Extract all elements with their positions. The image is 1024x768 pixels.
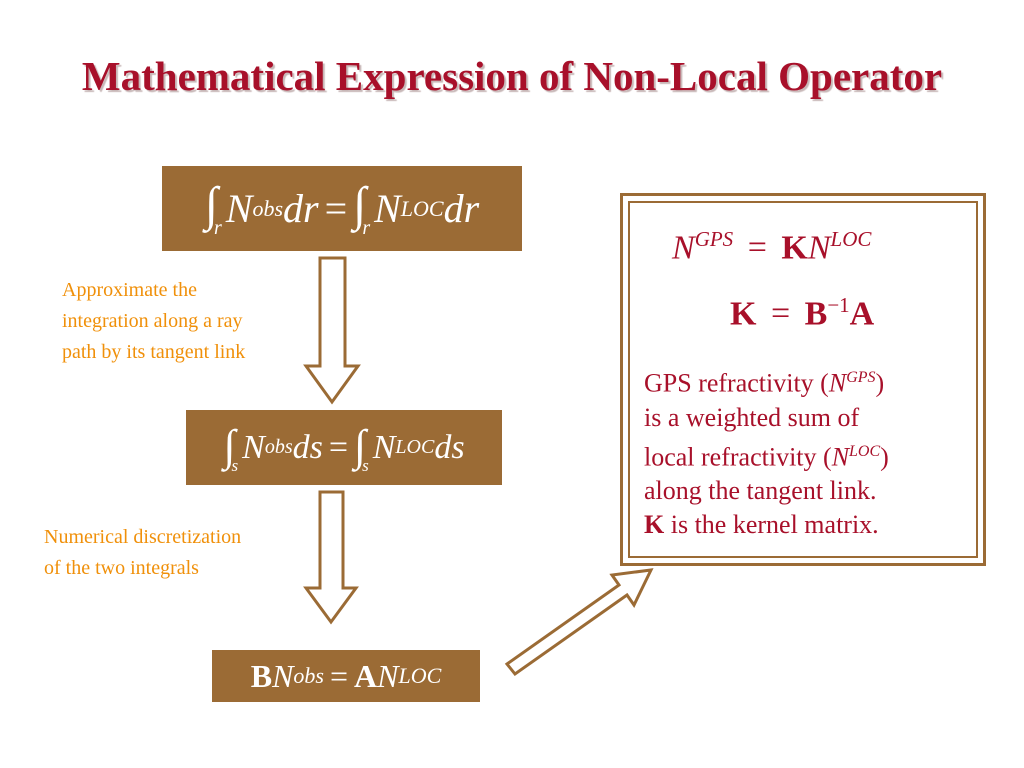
matrix-k: K	[781, 229, 808, 267]
note-line: integration along a ray	[62, 310, 243, 332]
obs-superscript: obs	[264, 436, 293, 458]
matrix-a: A	[849, 295, 875, 333]
n-symbol: N	[377, 657, 399, 694]
note-approximation: Approximate the integration along a ray …	[62, 275, 245, 368]
matrix-a: A	[354, 657, 378, 694]
kernel-equation: K = B−1A	[730, 293, 874, 333]
note-line: Numerical discretization	[44, 526, 242, 548]
n-symbol: N	[372, 428, 396, 466]
obs-superscript: obs	[252, 195, 284, 221]
integral-sign: ∫	[353, 178, 367, 231]
integral-subscript: r	[213, 217, 222, 239]
desc-text: local refractivity (	[644, 442, 832, 472]
n-symbol: N	[225, 186, 253, 231]
note-discretization: Numerical discretization of the two inte…	[44, 522, 241, 584]
loc-superscript: LOC	[398, 663, 442, 688]
equals-sign: =	[747, 229, 767, 267]
note-line: Approximate the	[62, 279, 197, 301]
loc-superscript: LOC	[849, 442, 881, 460]
desc-text: )	[880, 442, 889, 472]
equals-sign: =	[329, 657, 349, 694]
desc-line: GPS refractivity (NGPS)	[644, 361, 974, 401]
matrix-b: B	[250, 657, 273, 694]
differential: dr	[283, 186, 319, 231]
gps-equation: NGPS = KNLOC	[672, 227, 871, 267]
equals-sign: =	[324, 186, 348, 231]
n-symbol: N	[831, 442, 850, 472]
panel-description: GPS refractivity (NGPS) is a weighted su…	[644, 361, 974, 542]
desc-line: along the tangent link.	[644, 476, 877, 506]
loc-superscript: LOC	[400, 195, 444, 221]
n-symbol: N	[272, 657, 294, 694]
down-arrow-1	[303, 256, 361, 405]
n-symbol: N	[242, 428, 265, 466]
differential: ds	[292, 428, 323, 466]
diagonal-arrow	[504, 568, 654, 677]
n-symbol: N	[828, 368, 847, 398]
loc-superscript: LOC	[395, 436, 435, 458]
desc-line: K is the kernel matrix.	[644, 508, 974, 542]
desc-line: local refractivity (NLOC)	[644, 435, 974, 475]
n-symbol: N	[672, 229, 695, 267]
desc-text: )	[875, 368, 885, 398]
desc-text: GPS refractivity (	[644, 368, 829, 398]
matrix-b: B	[804, 295, 828, 333]
obs-superscript: obs	[293, 663, 324, 688]
n-symbol: N	[807, 229, 831, 267]
note-line: of the two integrals	[44, 557, 199, 579]
panel-inner-border: NGPS = KNLOC K = B−1A GPS refractivity (…	[628, 201, 978, 558]
integral-subscript: r	[362, 217, 371, 239]
integral-subscript: s	[362, 455, 369, 475]
integral-sign: ∫	[354, 421, 367, 470]
loc-superscript: LOC	[830, 227, 872, 251]
gps-superscript: GPS	[694, 227, 734, 251]
matrix-k: K	[730, 295, 757, 333]
desc-line: is a weighted sum of	[644, 402, 860, 432]
kernel-panel: NGPS = KNLOC K = B−1A GPS refractivity (…	[620, 193, 986, 566]
equals-sign: =	[328, 428, 349, 466]
integral-sign: ∫	[204, 178, 218, 231]
gps-superscript: GPS	[846, 369, 876, 386]
integral-sign: ∫	[223, 421, 236, 470]
down-arrow-2	[303, 490, 359, 625]
equals-sign: =	[770, 295, 791, 333]
page-title: Mathematical Expression of Non-Local Ope…	[81, 53, 943, 99]
inverse-superscript: −1	[827, 293, 850, 317]
matrix-k: K	[644, 510, 665, 540]
differential: ds	[434, 428, 465, 466]
note-line: path by its tangent link	[62, 341, 246, 363]
desc-text: is the kernel matrix.	[664, 510, 879, 540]
differential: dr	[443, 186, 480, 231]
n-symbol: N	[374, 186, 401, 231]
integral-subscript: s	[231, 455, 239, 475]
